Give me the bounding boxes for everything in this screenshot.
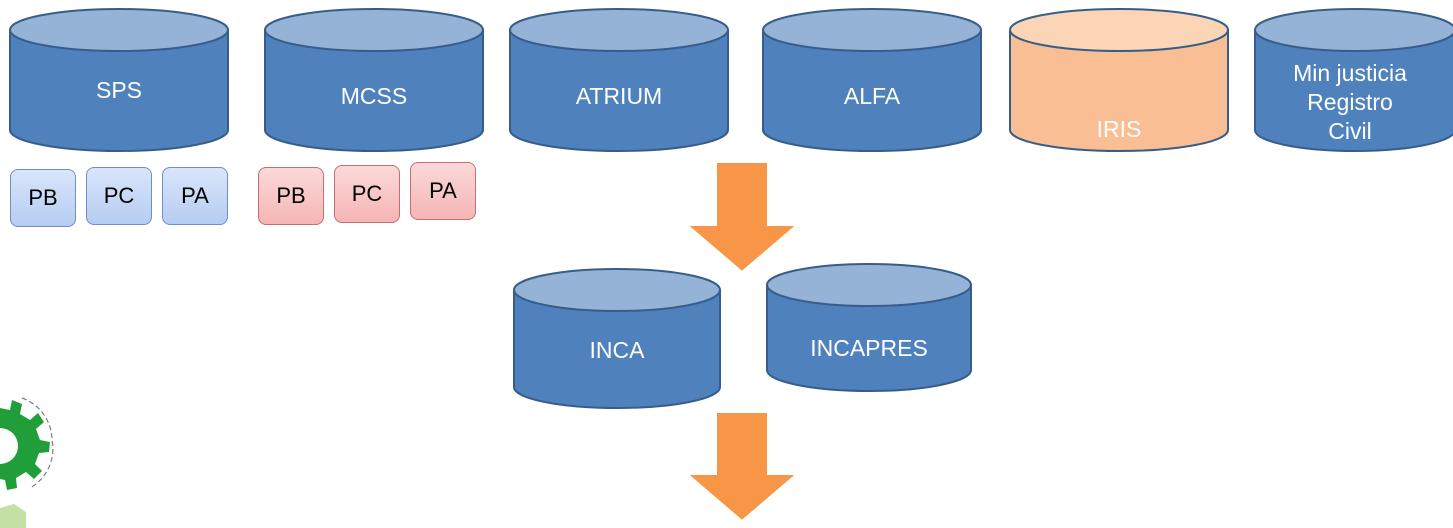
db-cylinder-alfa: [762, 8, 982, 152]
db-cylinder-iris: [1009, 8, 1229, 152]
db-label-min-justicia: Min justicia Registro Civil: [1293, 59, 1407, 144]
db-label-mcss: MCSS: [340, 82, 408, 109]
down-arrow-icon: [684, 161, 800, 274]
db-label-incapres: INCAPRES: [810, 334, 928, 361]
mcss-tag-pa: PA: [410, 162, 476, 220]
db-label-atrium: ATRIUM: [575, 82, 663, 109]
mcss-tag-pb: PB: [258, 167, 324, 225]
db-cylinder-min-justicia: [1254, 8, 1453, 152]
db-label-iris: IRIS: [1096, 115, 1142, 142]
sps-tag-pa: PA: [162, 167, 228, 225]
mcss-tag-pc: PC: [334, 165, 400, 223]
db-label-alfa: ALFA: [843, 82, 901, 109]
db-cylinder-inca: [513, 268, 721, 409]
sps-tag-pb: PB: [10, 169, 76, 227]
sps-tag-pc: PC: [86, 167, 152, 225]
db-cylinder-sps: [9, 8, 229, 152]
db-label-inca: INCA: [589, 336, 645, 363]
db-label-sps: SPS: [95, 76, 143, 103]
gear-logo-icon: [0, 397, 54, 528]
db-cylinder-incapres: [766, 263, 972, 392]
down-arrow-icon: [684, 411, 800, 523]
db-cylinder-mcss: [264, 8, 484, 152]
db-cylinder-atrium: [509, 8, 729, 152]
